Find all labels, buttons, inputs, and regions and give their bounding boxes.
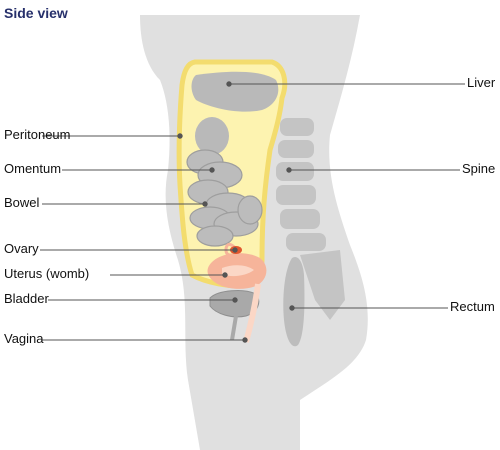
urethra xyxy=(230,315,238,341)
leader-lines xyxy=(40,81,465,343)
vagina-canal xyxy=(243,283,261,343)
label-vagina: Vagina xyxy=(4,331,44,346)
label-rectum: Rectum xyxy=(450,299,495,314)
label-peritoneum: Peritoneum xyxy=(4,127,71,142)
bowel-loops xyxy=(186,149,263,247)
spine-vertebrae xyxy=(276,118,345,320)
label-omentum: Omentum xyxy=(4,161,62,176)
label-ovary: Ovary xyxy=(4,241,39,256)
label-bowel: Bowel xyxy=(4,195,40,210)
omentum-upper xyxy=(195,117,229,155)
liver-organ xyxy=(191,71,279,112)
diagram-title: Side view xyxy=(4,5,68,21)
rectum-organ xyxy=(283,256,305,347)
label-liver: Liver xyxy=(467,75,496,90)
uterus-inner xyxy=(222,265,254,277)
label-bladder: Bladder xyxy=(4,291,49,306)
label-spine: Spine xyxy=(462,161,496,176)
label-uterus: Uterus (womb) xyxy=(4,266,90,281)
